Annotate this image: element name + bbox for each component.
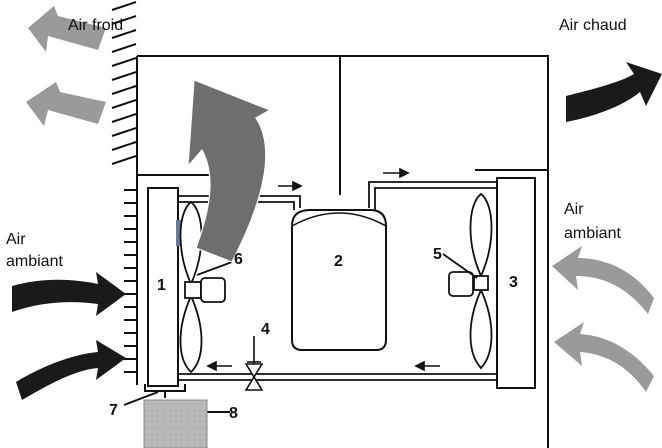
expansion-valve (244, 336, 264, 391)
leader-5 (442, 253, 478, 279)
ambient-air-arrow-right-upper (552, 246, 654, 314)
condenser-coil (496, 177, 536, 389)
label-evaporator: 1 (157, 277, 166, 294)
evaporator-coil (147, 187, 179, 387)
evaporator-fan-motor (200, 277, 226, 303)
evaporator-fan-blade-top (179, 200, 203, 287)
condenser-fan-blade-top (469, 192, 493, 279)
leader-7 (123, 391, 159, 406)
cold-air-exhaust-arrow (187, 79, 272, 263)
flow-arrows (206, 167, 440, 372)
outlet-louvers (111, 1, 137, 165)
housing-outer-wall (137, 55, 549, 448)
ambient-left-label-1: Air (6, 231, 26, 248)
label-expansion-valve: 4 (261, 321, 270, 338)
label-drain-pan: 7 (109, 402, 118, 419)
hot-air-label: Air chaud (559, 17, 627, 34)
condenser-fan-motor (448, 271, 474, 297)
condenser-fan (442, 192, 493, 370)
ambient-air-arrow-right-lower (554, 322, 654, 392)
evaporator-fan-blade-bottom (179, 293, 203, 374)
label-compressor: 2 (334, 253, 343, 270)
evaporator-fan-hub (184, 281, 202, 299)
label-condenser-fan: 5 (433, 246, 442, 263)
ambient-air-arrow-left-upper (12, 272, 126, 316)
evaporator-fan (179, 200, 233, 374)
hot-air-arrow (566, 62, 662, 122)
drain-assembly (123, 384, 230, 413)
label-condensate-tank: 8 (229, 405, 238, 422)
label-evaporator-fan: 6 (234, 251, 243, 268)
compressor-dome (291, 212, 387, 227)
refrigerant-piping (178, 181, 497, 381)
ambient-air-arrow-left-lower (16, 340, 126, 400)
condensate-tank (143, 399, 208, 448)
inlet-grille (124, 189, 137, 373)
label-condenser: 3 (509, 274, 518, 291)
cold-air-label: Air froid (68, 17, 123, 34)
leader-6 (196, 261, 233, 276)
ambient-right-label-2: ambiant (564, 225, 621, 242)
cold-air-arrow-lower (26, 82, 106, 126)
ambient-right-label-1: Air (564, 201, 584, 218)
cold-air-arrow-upper (28, 6, 106, 52)
condenser-fan-blade-bottom (469, 287, 493, 370)
compressor (291, 209, 387, 351)
ambient-left-label-2: ambiant (6, 253, 63, 270)
condenser-fan-hub (473, 275, 489, 291)
